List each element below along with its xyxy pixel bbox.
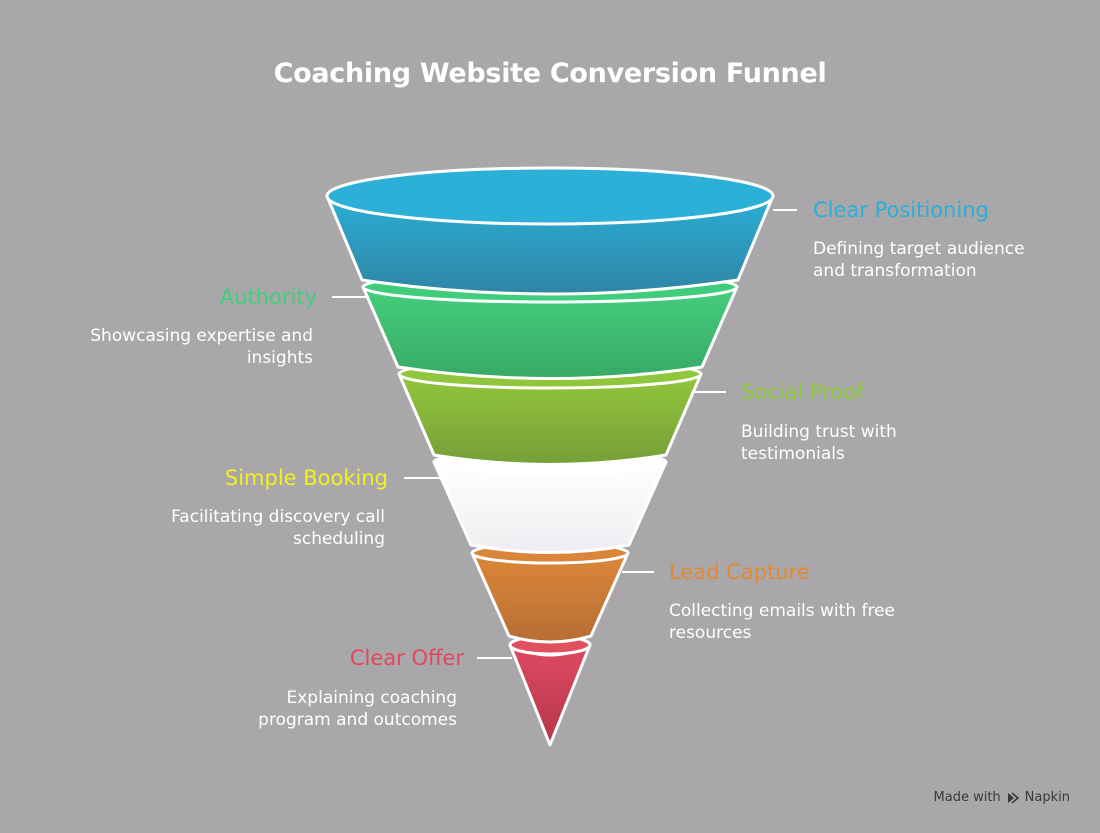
desc-line: Explaining coaching <box>286 688 458 708</box>
desc-line: scheduling <box>292 529 385 549</box>
napkin-logo-icon <box>1007 791 1019 804</box>
stage-desc-authority: Showcasing expertise and insights <box>90 325 313 369</box>
desc-line: Showcasing expertise and <box>90 326 313 346</box>
funnel-segment-clear-offer <box>508 634 592 747</box>
stage-desc-clear-positioning: Defining target audience and transformat… <box>813 238 1025 282</box>
made-with-napkin-badge[interactable]: Made with Napkin <box>934 790 1070 805</box>
connector-lines <box>332 209 797 659</box>
desc-line: testimonials <box>741 444 845 464</box>
desc-line: Collecting emails with free <box>669 601 896 621</box>
desc-line: and transformation <box>813 261 977 281</box>
stage-label-clear-positioning: Clear Positioning <box>813 198 989 222</box>
desc-line: Facilitating discovery call <box>171 507 385 527</box>
funnel-segment-clear-positioning <box>325 166 775 296</box>
stage-label-clear-offer: Clear Offer <box>349 646 464 670</box>
page-title: Coaching Website Conversion Funnel <box>273 58 827 89</box>
stage-desc-clear-offer: Explaining coaching program and outcomes <box>258 687 457 731</box>
stage-desc-simple-booking: Facilitating discovery call scheduling <box>171 506 385 550</box>
stage-label-simple-booking: Simple Booking <box>224 466 388 490</box>
made-with-text: Made with <box>933 790 1001 805</box>
desc-line: resources <box>669 623 752 643</box>
desc-line: program and outcomes <box>258 710 457 730</box>
stage-desc-social-proof: Building trust with testimonials <box>741 421 897 465</box>
napkin-brand-text: Napkin <box>1024 790 1070 805</box>
stage-label-lead-capture: Lead Capture <box>669 560 810 584</box>
stage-desc-lead-capture: Collecting emails with free resources <box>669 600 895 644</box>
desc-line: insights <box>246 348 313 368</box>
stage-label-authority: Authority <box>219 285 317 309</box>
funnel-segment-lead-capture <box>470 541 630 644</box>
stage-label-social-proof: Social Proof <box>741 380 864 404</box>
desc-line: Defining target audience <box>813 239 1025 259</box>
desc-line: Building trust with <box>741 422 897 442</box>
